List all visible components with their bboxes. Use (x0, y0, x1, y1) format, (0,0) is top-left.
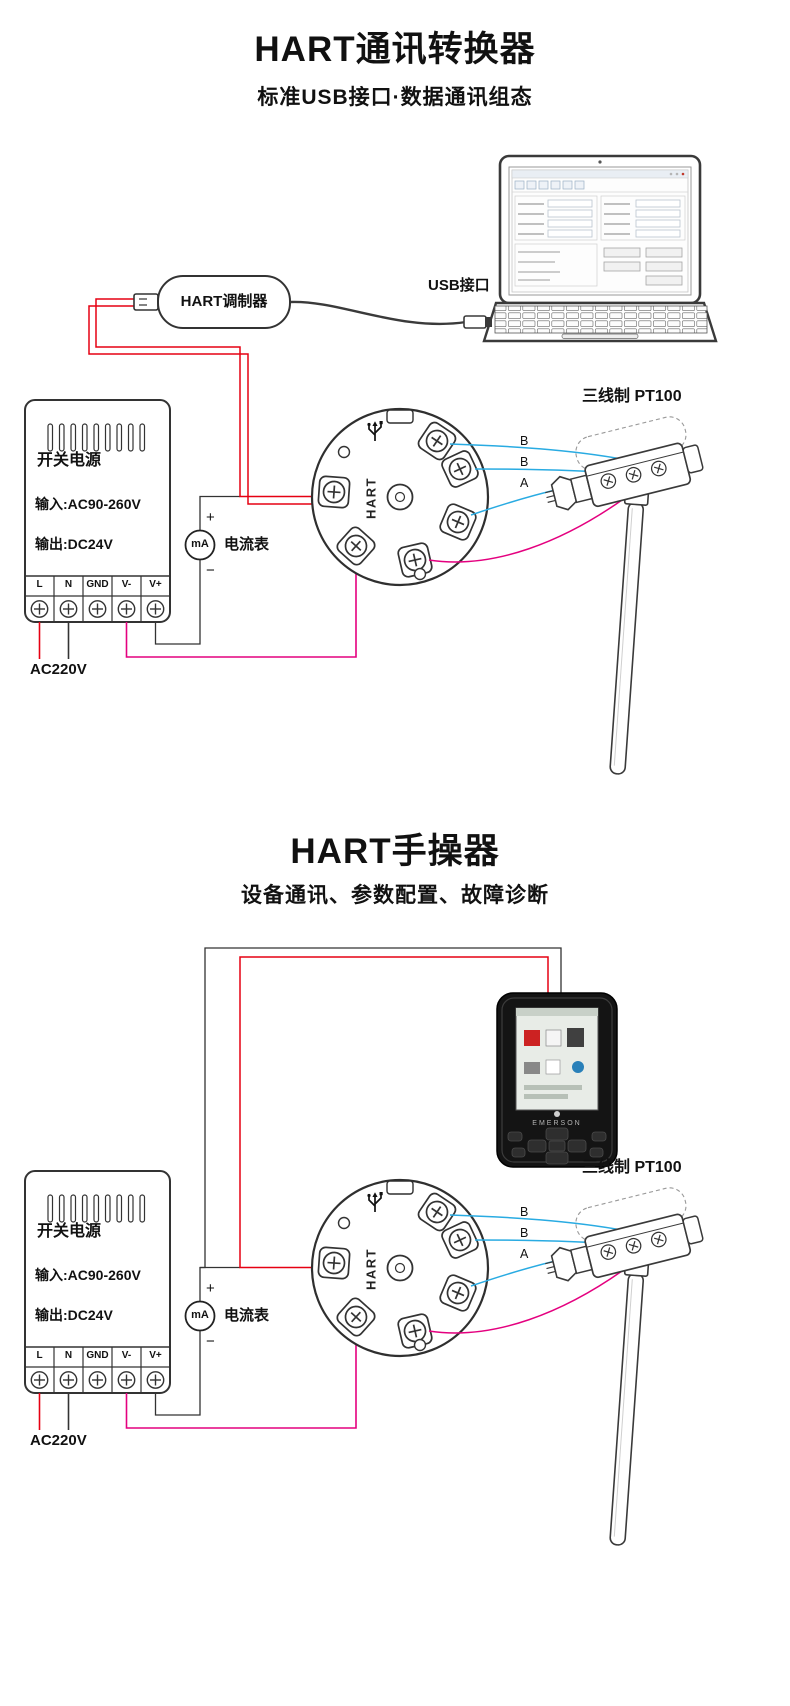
sensor1-label: 三线制 PT100 (582, 388, 682, 405)
laptop (482, 154, 718, 343)
psu2-terminal-L: L (36, 1350, 43, 1361)
ammeter2-unit: mA (191, 1309, 209, 1321)
ammeter1-unit: mA (191, 538, 209, 550)
ammeter1-minus: − (206, 562, 215, 579)
psu2-terminal-Vp: V+ (149, 1350, 162, 1361)
transmitter-2 (312, 1180, 488, 1356)
psu2-title: 开关电源 (37, 1223, 102, 1240)
modulator-plug (133, 293, 159, 311)
psu1-terminal-Vm: V- (121, 579, 132, 590)
ac220v-label-2: AC220V (30, 1432, 87, 1449)
usb-plug (463, 315, 487, 329)
sensor2-label: 三线制 PT100 (582, 1159, 682, 1176)
communicator-brand: EMERSON (532, 1120, 582, 1127)
communicator-keypad (507, 1127, 607, 1165)
usb-cable (289, 300, 492, 329)
handheld-loop-wires (200, 947, 562, 1269)
modulator-body (157, 275, 291, 329)
psu2-input: 输入:AC90-260V (35, 1267, 141, 1283)
ammeter2-label: 电流表 (224, 1307, 270, 1324)
psu1-terminal-Vp: V+ (149, 579, 162, 590)
section2-subtitle: 设备通讯、参数配置、故障诊断 (241, 884, 549, 907)
modulator-label: HART调制器 (180, 293, 268, 310)
section1-title: HART通讯转换器 (254, 30, 536, 69)
transmitter-1 (312, 409, 488, 585)
modulator-wires (88, 298, 321, 505)
hart-communicator (496, 992, 618, 1168)
psu1-terminal-GND: GND (86, 579, 109, 590)
psu1-terminal-L: L (36, 579, 43, 590)
brand-logo-dot (554, 1111, 560, 1117)
section2-title: HART手操器 (290, 832, 500, 871)
wire1-A: A (520, 476, 529, 490)
software-window (511, 169, 689, 293)
ammeter1-plus: + (206, 509, 215, 526)
psu1-title: 开关电源 (37, 452, 102, 469)
psu2-output: 输出:DC24V (35, 1307, 113, 1323)
usb-port-label: USB接口 (428, 277, 490, 294)
wire2-A: A (520, 1247, 529, 1261)
psu2-terminal-N: N (64, 1350, 73, 1361)
ammeter2-plus: + (206, 1280, 215, 1297)
psu2-terminal-GND: GND (86, 1350, 109, 1361)
ac220v-label-1: AC220V (30, 661, 87, 678)
wire2-B1: B (520, 1205, 529, 1219)
psu1-output: 输出:DC24V (35, 536, 113, 552)
psu1-terminal-N: N (64, 579, 73, 590)
wire1-B2: B (520, 455, 529, 469)
psu1-input: 输入:AC90-260V (35, 496, 141, 512)
ammeter1-label: 电流表 (224, 536, 270, 553)
hart-modulator (133, 275, 291, 329)
psu2-terminal-Vm: V- (121, 1350, 132, 1361)
ammeter2-minus: − (206, 1333, 215, 1350)
wire2-B2: B (520, 1226, 529, 1240)
webcam-dot (598, 160, 602, 164)
section1-subtitle: 标准USB接口·数据通讯组态 (257, 86, 533, 109)
wire1-B1: B (520, 434, 529, 448)
